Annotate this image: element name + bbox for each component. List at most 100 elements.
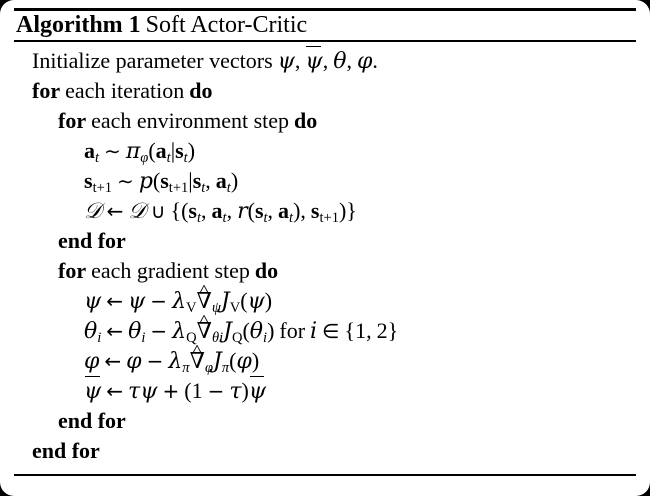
subscript-t: t bbox=[263, 210, 268, 227]
number-1: 1 bbox=[355, 318, 367, 343]
operator-assign-arrow: ← bbox=[106, 289, 124, 313]
symbol-theta: θ bbox=[84, 319, 98, 344]
subscript-phi: φ bbox=[204, 360, 213, 377]
symbol-lambda: λ bbox=[172, 319, 187, 344]
symbol-psi: ψ bbox=[277, 49, 295, 74]
symbol-theta: θ bbox=[333, 49, 347, 74]
algorithm-line-4: at∼πφ(at|st) bbox=[0, 136, 650, 166]
lparen: ( bbox=[247, 198, 255, 223]
subscript-t: t bbox=[226, 180, 231, 197]
symbol-lambda: λ bbox=[172, 289, 187, 314]
comma-2: , bbox=[322, 48, 329, 73]
symbol-objective-J: J bbox=[220, 289, 230, 314]
operator-assign-arrow: ← bbox=[106, 379, 124, 403]
keyword-do-1: do bbox=[189, 78, 213, 103]
symbol-theta: θ bbox=[249, 319, 264, 344]
rparen: ) bbox=[230, 168, 239, 193]
symbol-psi: ψ bbox=[128, 289, 146, 314]
rparen: ) bbox=[241, 378, 249, 403]
keyword-do-2: do bbox=[294, 108, 318, 133]
symbol-psi: ψ bbox=[84, 289, 102, 314]
symbol-dataset: 𝒟 bbox=[128, 199, 146, 224]
rparen: ) bbox=[264, 288, 273, 313]
rparen: ) bbox=[293, 198, 301, 223]
symbol-tau: τ bbox=[128, 379, 141, 404]
subscript-t: t bbox=[201, 180, 206, 197]
line-3-text: each environment step bbox=[91, 108, 290, 133]
symbol-tau: τ bbox=[229, 379, 242, 404]
keyword-do-3: do bbox=[254, 258, 279, 283]
comma: , bbox=[366, 318, 372, 343]
number-2: 2 bbox=[376, 318, 388, 343]
keyword-end-for-2: end for bbox=[58, 408, 126, 433]
lparen: ( bbox=[152, 168, 161, 193]
keyword-for-3: for bbox=[58, 258, 87, 283]
operator-minus: − bbox=[207, 379, 225, 403]
comma: , bbox=[226, 198, 233, 223]
rule-bottom bbox=[14, 474, 636, 476]
subscript-t: t bbox=[196, 210, 202, 227]
algorithm-line-13: end for bbox=[0, 406, 650, 436]
subscript-phi: φ bbox=[140, 150, 149, 167]
symbol-phi: φ bbox=[84, 349, 100, 374]
operator-minus: − bbox=[150, 289, 168, 313]
rparen: ) bbox=[267, 318, 275, 343]
symbol-psi-bar: ψ bbox=[84, 375, 101, 407]
operator-minus: − bbox=[150, 319, 168, 343]
subscript-t: t bbox=[222, 210, 227, 227]
lbrace: { bbox=[170, 198, 182, 223]
rule-top bbox=[14, 8, 636, 11]
rule-under-title bbox=[14, 40, 636, 42]
subscript-psi: ψ bbox=[211, 300, 221, 317]
subscript-t-plus-1: t+1 bbox=[168, 180, 189, 197]
subscript-t-plus-1: t+1 bbox=[319, 210, 339, 227]
symbol-a: a bbox=[278, 198, 290, 223]
rbrace: } bbox=[346, 198, 357, 223]
symbol-a: a bbox=[155, 138, 167, 163]
lparen: ( bbox=[181, 198, 189, 223]
number-1: 1 bbox=[191, 378, 203, 403]
subscript-t-plus-1: t+1 bbox=[92, 180, 113, 197]
symbol-s: s bbox=[84, 168, 93, 193]
algorithm-line-5: st+1∼p(st+1|st,at) bbox=[0, 166, 650, 196]
line-2-text: each iteration bbox=[65, 78, 185, 103]
symbol-mid: | bbox=[188, 168, 193, 193]
symbol-dataset: 𝒟 bbox=[84, 199, 102, 224]
symbol-objective-J: J bbox=[212, 349, 222, 374]
operator-plus: + bbox=[162, 379, 180, 403]
period-1: . bbox=[372, 48, 378, 73]
keyword-end-for-3: end for bbox=[32, 438, 100, 463]
symbol-psi: ψ bbox=[140, 379, 158, 404]
algorithm-line-12: ψ←τψ+(1−τ)ψ bbox=[0, 375, 650, 407]
symbol-a: a bbox=[84, 138, 95, 163]
subscript-t: t bbox=[95, 150, 100, 167]
subscript-i: i bbox=[141, 330, 146, 347]
keyword-for-2: for bbox=[58, 108, 87, 133]
subscript-V: V bbox=[229, 300, 241, 317]
algorithm-line-11: φ←φ−λπ∇φJπ(φ) bbox=[0, 346, 650, 376]
rbrace: } bbox=[387, 318, 399, 343]
symbol-a: a bbox=[215, 168, 227, 193]
operator-assign-arrow: ← bbox=[106, 319, 124, 343]
subscript-i: i bbox=[263, 330, 268, 347]
symbol-a: a bbox=[211, 198, 223, 223]
symbol-i: i bbox=[310, 319, 318, 344]
lparen: ( bbox=[229, 348, 237, 373]
subscript-theta: θ bbox=[211, 330, 220, 347]
comma-3: , bbox=[346, 48, 352, 73]
symbol-mid: | bbox=[170, 138, 176, 163]
keyword-end-for-1: end for bbox=[58, 228, 126, 253]
comma: , bbox=[267, 198, 274, 223]
algorithm-label: Algorithm 1 bbox=[16, 12, 141, 38]
comma: , bbox=[300, 198, 306, 223]
subscript-i: i bbox=[97, 330, 102, 347]
rparen: ) bbox=[187, 138, 196, 163]
subscript-pi: π bbox=[182, 360, 190, 377]
operator-element-of: ∈ bbox=[322, 319, 340, 343]
